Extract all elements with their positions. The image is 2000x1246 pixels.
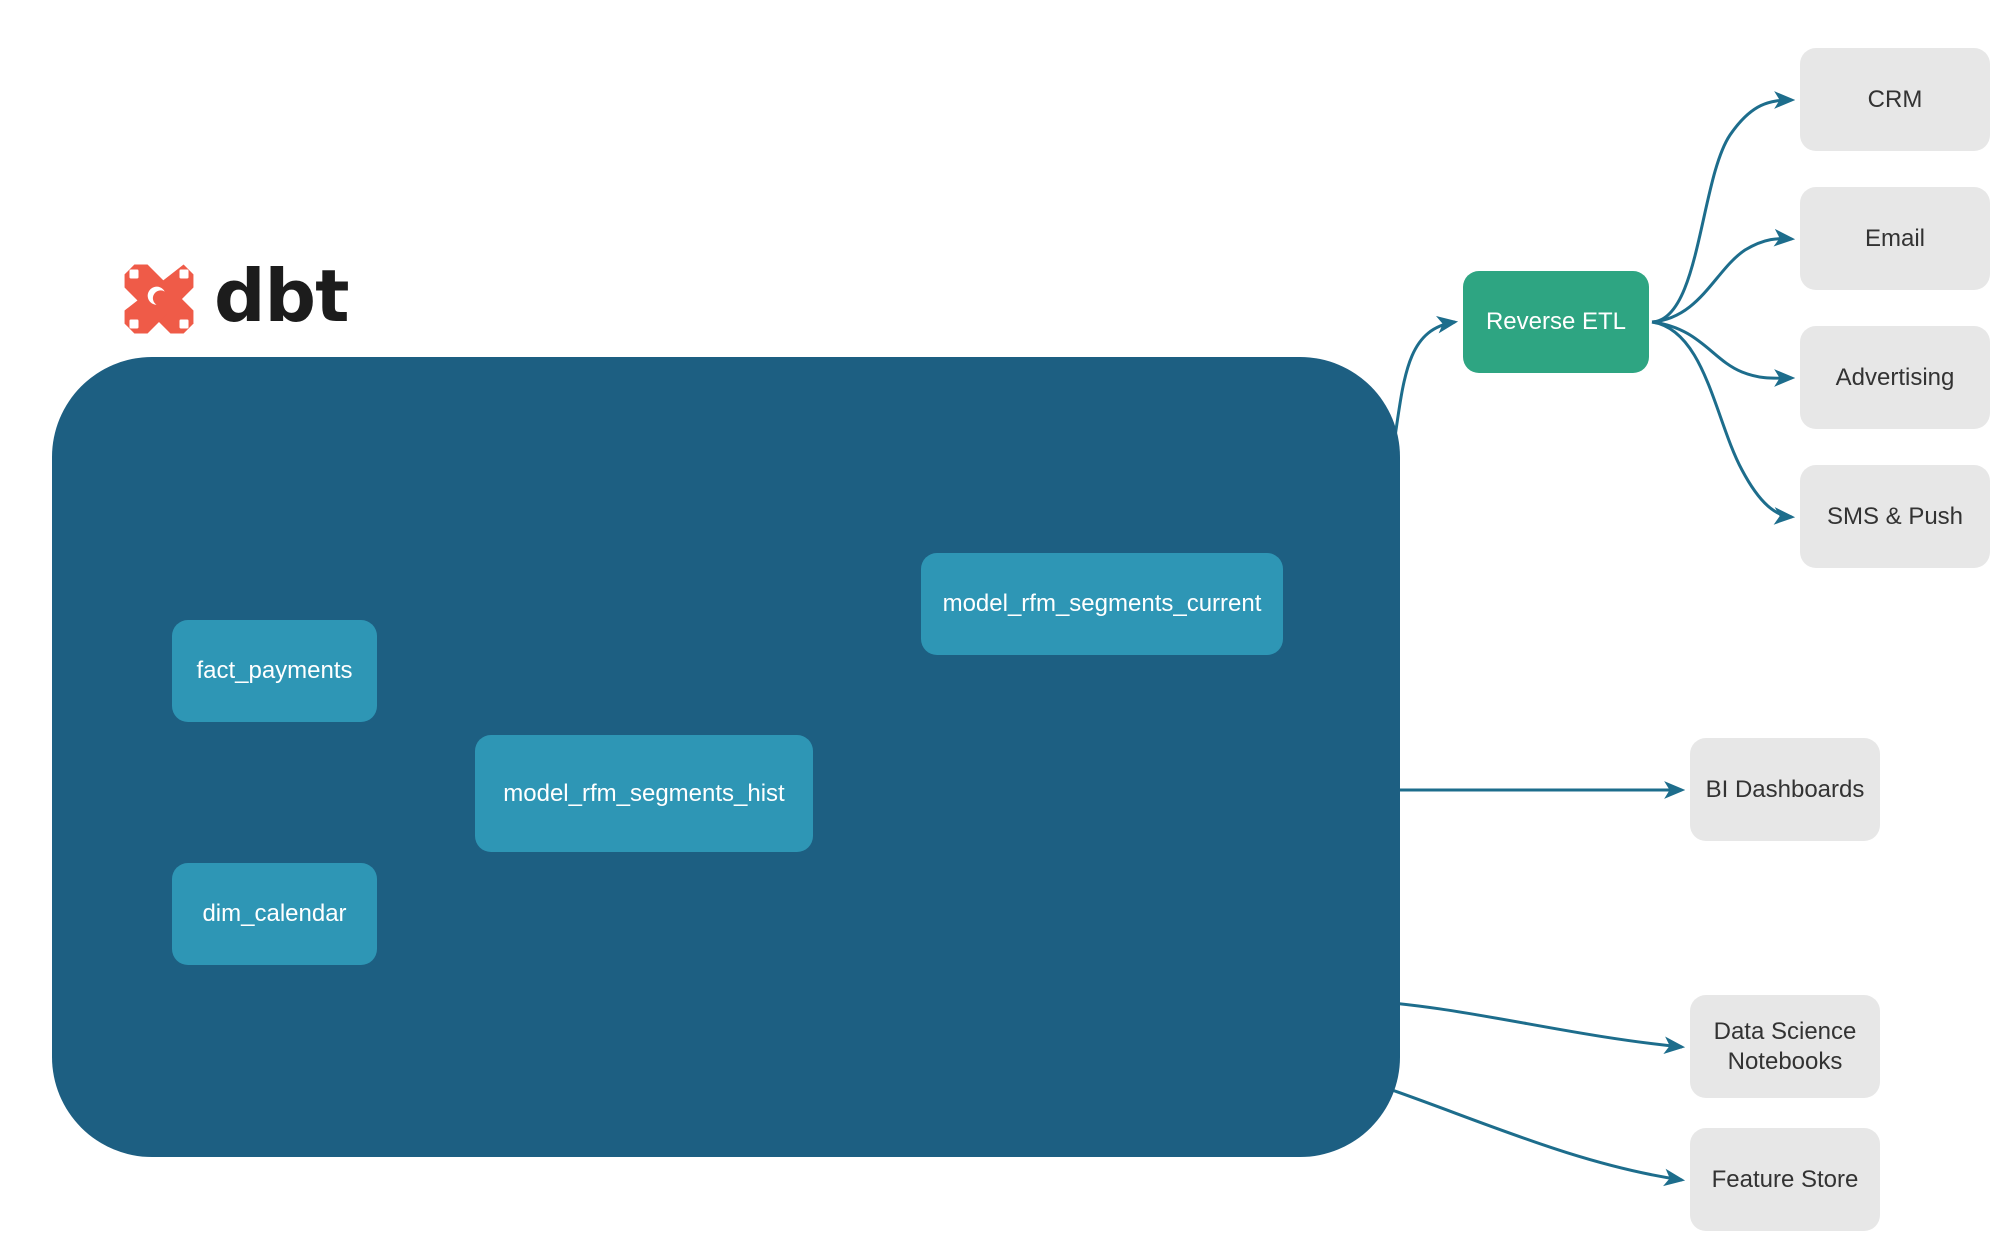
- target-node-sms-push[interactable]: SMS & Push: [1800, 465, 1990, 568]
- edge-reverse-etl-to-crm: [1651, 91, 1796, 324]
- target-node-advertising[interactable]: Advertising: [1800, 326, 1990, 429]
- target-node-feature-store[interactable]: Feature Store: [1690, 1128, 1880, 1231]
- node-label: Advertising: [1835, 363, 1955, 391]
- edge-reverse-etl-to-email: [1651, 228, 1796, 324]
- reverse-etl-node[interactable]: Reverse ETL: [1463, 271, 1649, 373]
- node-label: Data Science Notebooks: [1714, 1017, 1857, 1077]
- target-node-crm[interactable]: CRM: [1800, 48, 1990, 151]
- target-node-bi-dashboards[interactable]: BI Dashboards: [1690, 738, 1880, 841]
- node-label: Reverse ETL: [1485, 308, 1627, 335]
- model-node-fact-payments[interactable]: fact_payments: [172, 620, 377, 722]
- model-node-dim-calendar[interactable]: dim_calendar: [172, 863, 377, 965]
- node-label: BI Dashboards: [1705, 775, 1865, 803]
- target-node-email[interactable]: Email: [1800, 187, 1990, 290]
- edge-container-to-ds-notebooks: [1351, 998, 1686, 1055]
- node-label: Email: [1864, 224, 1925, 252]
- node-label: model_rfm_segments_hist: [503, 779, 785, 807]
- node-label: SMS & Push: [1826, 502, 1964, 530]
- model-node-rfm-segments-hist[interactable]: model_rfm_segments_hist: [475, 735, 813, 852]
- edge-reverse-etl-to-sms-push: [1651, 320, 1796, 525]
- dbt-logo-icon: [124, 264, 194, 334]
- node-label-line2: Notebooks: [1727, 1047, 1843, 1075]
- edge-reverse-etl-to-advertising: [1651, 320, 1796, 387]
- node-label: dim_calendar: [202, 900, 347, 927]
- node-label: model_rfm_segments_current: [942, 590, 1262, 617]
- node-label: Feature Store: [1711, 1165, 1859, 1193]
- node-label: CRM: [1867, 85, 1923, 113]
- node-label-line1: Data Science: [1713, 1017, 1857, 1045]
- dbt-logo: dbt: [118, 258, 349, 340]
- node-label: fact_payments: [196, 657, 353, 684]
- model-node-rfm-segments-current[interactable]: model_rfm_segments_current: [921, 553, 1283, 655]
- dbt-wordmark: dbt: [214, 254, 349, 338]
- target-node-data-science-notebooks[interactable]: Data Science Notebooks: [1690, 995, 1880, 1098]
